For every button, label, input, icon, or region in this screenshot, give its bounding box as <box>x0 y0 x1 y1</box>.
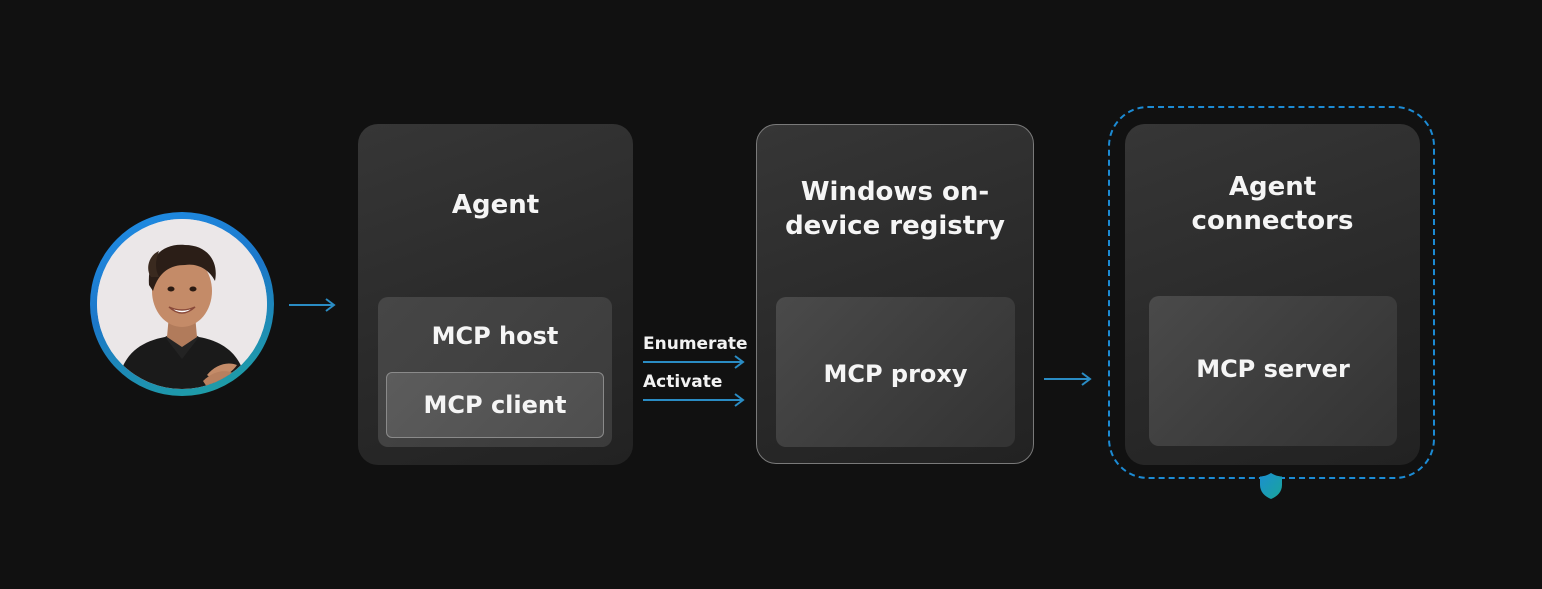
mcp-host-label: MCP host <box>431 322 559 350</box>
mcp-client-box: MCP client <box>386 372 604 438</box>
user-photo <box>97 219 267 389</box>
registry-title: Windows on-device registry <box>785 177 1005 241</box>
arrow-right-icon <box>642 354 746 370</box>
arrow-right-icon <box>1043 371 1093 387</box>
mcp-server-label: MCP server <box>1196 355 1350 383</box>
arrow-right-icon <box>288 297 338 313</box>
mcp-proxy-box: MCP proxy <box>776 297 1015 447</box>
agent-card: Agent MCP host MCP client <box>358 124 633 465</box>
arrow-right-icon <box>642 392 746 408</box>
connectors-title: Agent connectors <box>1191 172 1354 236</box>
mcp-client-label: MCP client <box>423 391 567 419</box>
mcp-host-box: MCP host MCP client <box>378 297 612 447</box>
registry-card: Windows on-device registry MCP proxy <box>756 124 1034 464</box>
shield-icon <box>1259 472 1283 504</box>
mcp-server-box: MCP server <box>1149 296 1397 446</box>
connectors-card: Agent connectors MCP server <box>1125 124 1420 465</box>
person-illustration <box>97 219 267 389</box>
mcp-proxy-label: MCP proxy <box>823 360 968 388</box>
agent-title: Agent <box>451 190 540 220</box>
enumerate-label: Enumerate <box>643 334 748 354</box>
user-avatar <box>90 212 274 396</box>
activate-label: Activate <box>643 372 723 392</box>
